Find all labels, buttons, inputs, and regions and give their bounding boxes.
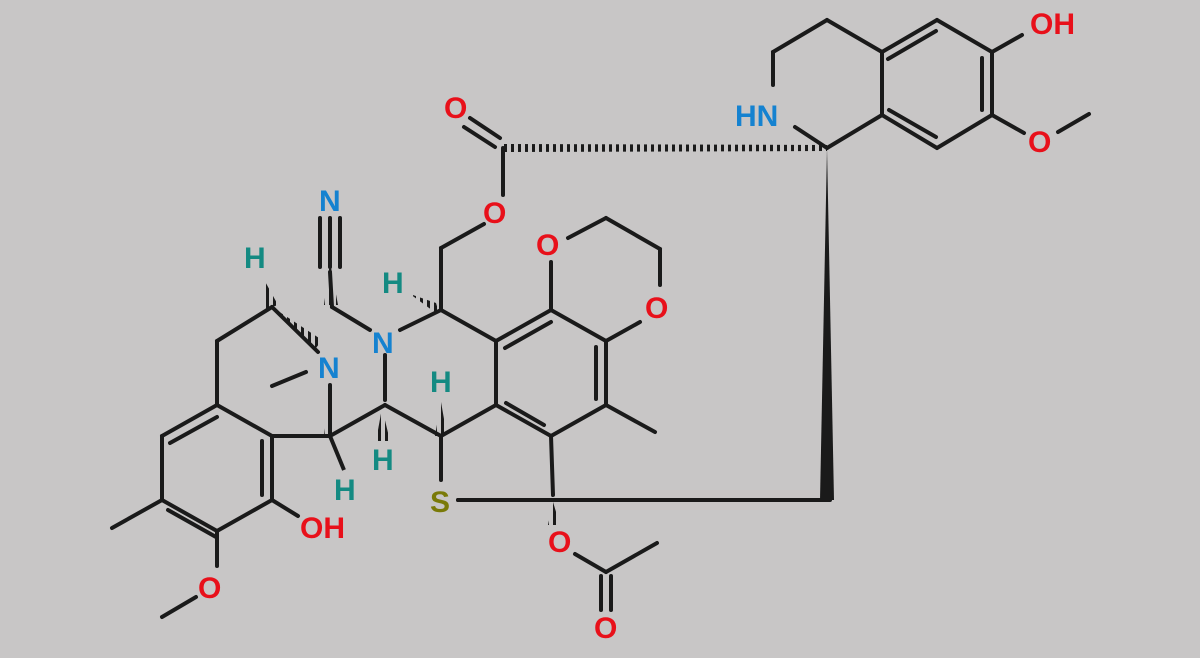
hash-bond-acetate	[548, 502, 560, 525]
label-h-low-1: H	[372, 444, 394, 477]
wedge-bond-bridge	[820, 148, 834, 500]
label-o-acetate: O	[548, 526, 571, 559]
hash-bond-ester	[503, 144, 827, 152]
hash-bond-h-center	[410, 294, 440, 316]
hash-bond-h-left	[262, 276, 278, 309]
label-n-ring: N	[372, 327, 394, 360]
label-oh-bottom: OH	[300, 512, 345, 545]
label-o-methoxy-left: O	[198, 572, 221, 605]
hash-bond-bridge-n	[324, 390, 336, 436]
label-h-left: H	[244, 242, 266, 275]
label-h-low-2: H	[334, 474, 356, 507]
label-h-mid: H	[430, 366, 452, 399]
label-o-carbonyl-top: O	[444, 92, 467, 125]
label-oh-top: OH	[1030, 8, 1075, 41]
atom-labels: OH O HN O O N H H O O N N H H H S OH O O…	[198, 8, 1075, 645]
label-o-carbonyl-bottom: O	[594, 612, 617, 645]
label-n-methyl: N	[318, 352, 340, 385]
bond-h-low2	[328, 435, 346, 471]
stereo-bonds	[262, 144, 834, 525]
hash-bond-nme	[278, 311, 322, 348]
label-h-center: H	[382, 267, 404, 300]
label-s: S	[430, 486, 450, 519]
label-o-dioxole-1: O	[536, 229, 559, 262]
hash-bond-h-low1	[376, 408, 390, 441]
label-o-dioxole-2: O	[645, 292, 668, 325]
label-o-ester: O	[483, 197, 506, 230]
bond-lines	[110, 18, 1091, 619]
hash-bond-nitrile	[324, 262, 338, 305]
label-hn: HN	[735, 100, 778, 133]
label-n-nitrile: N	[319, 185, 341, 218]
hash-bond-h-mid	[435, 402, 447, 436]
label-o-methoxy-right: O	[1028, 126, 1051, 159]
